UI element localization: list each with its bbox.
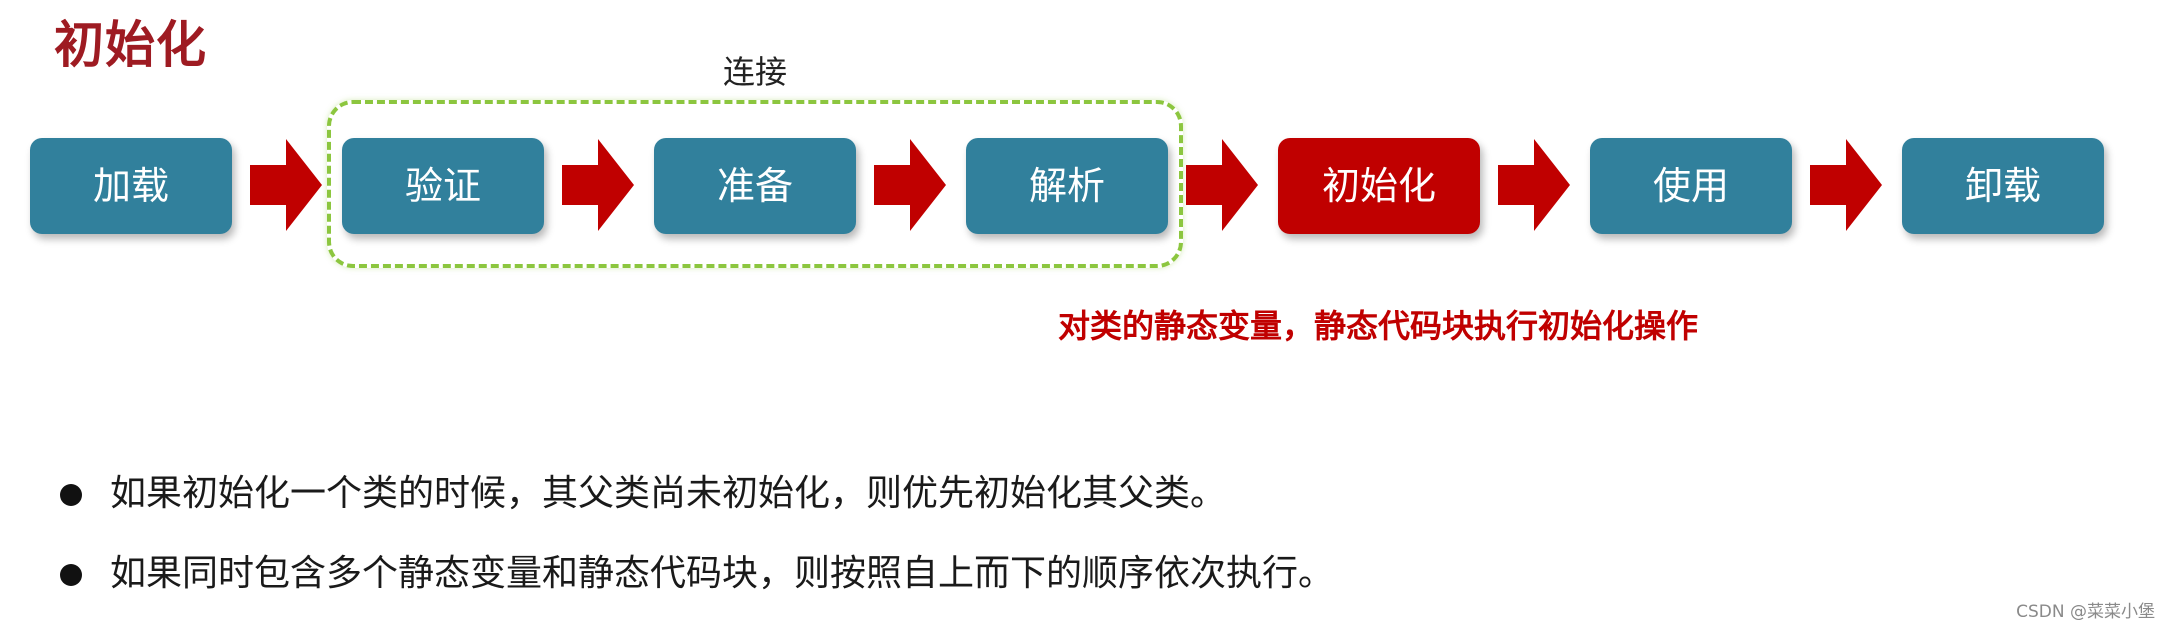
connect-group-box (327, 100, 1183, 268)
right-arrow-icon (874, 139, 946, 231)
bullet-dot-icon (60, 564, 82, 586)
connect-group-label: 连接 (722, 53, 787, 91)
step-prepare: 准备 (654, 138, 856, 234)
list-item: 如果同时包含多个静态变量和静态代码块，则按照自上而下的顺序依次执行。 (56, 546, 1334, 626)
right-arrow-icon (1186, 139, 1258, 231)
step-unload: 卸载 (1902, 138, 2104, 234)
bullet-dot-icon (60, 484, 82, 506)
bullet-text: 如果初始化一个类的时候，其父类尚未初始化，则优先初始化其父类。 (110, 473, 1227, 514)
initialize-note: 对类的静态变量，静态代码块执行初始化操作 (1058, 307, 1699, 345)
step-load: 加载 (30, 138, 232, 234)
list-item: 如果初始化一个类的时候，其父类尚未初始化，则优先初始化其父类。 (56, 466, 1334, 546)
watermark: CSDN @菜菜小堡 (2016, 602, 2155, 622)
right-arrow-icon (1498, 139, 1570, 231)
right-arrow-icon (562, 139, 634, 231)
step-resolve: 解析 (966, 138, 1168, 234)
right-arrow-icon (1810, 139, 1882, 231)
page-title: 初始化 (54, 16, 207, 74)
step-verify: 验证 (342, 138, 544, 234)
step-use: 使用 (1590, 138, 1792, 234)
bullet-list: 如果初始化一个类的时候，其父类尚未初始化，则优先初始化其父类。 如果同时包含多个… (56, 466, 1334, 626)
step-initialize: 初始化 (1278, 138, 1480, 234)
right-arrow-icon (250, 139, 322, 231)
bullet-text: 如果同时包含多个静态变量和静态代码块，则按照自上而下的顺序依次执行。 (110, 553, 1335, 594)
